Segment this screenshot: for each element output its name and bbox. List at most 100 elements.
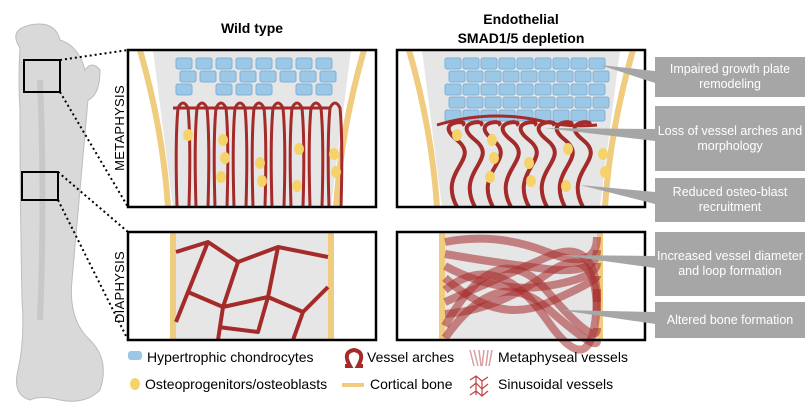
vessel-arch <box>250 101 268 208</box>
chondrocyte <box>239 70 257 83</box>
chondrocyte <box>235 83 253 96</box>
chondrocyte <box>175 57 193 70</box>
osteoblast <box>292 180 302 192</box>
chondrocyte <box>299 70 317 83</box>
depletion-metaphysis-panel <box>395 48 647 209</box>
cortical-bone <box>328 232 334 340</box>
chondrocyte <box>444 57 462 70</box>
annotation-pointer <box>560 310 655 324</box>
wild-type-diaphysis-panel <box>126 230 378 342</box>
chondrocyte <box>592 96 610 109</box>
chondrocyte <box>175 83 193 96</box>
chondrocyte <box>279 70 297 83</box>
legend-metaphyseal: Metaphyseal vessels <box>498 349 628 365</box>
cortical-bone <box>333 49 367 208</box>
chondrocyte <box>462 83 480 96</box>
chondrocyte <box>315 57 333 70</box>
osteoblast <box>526 175 536 187</box>
metaphysis-zoom-box <box>23 59 61 93</box>
vessel-arch <box>326 101 344 208</box>
osteoblast <box>220 152 230 164</box>
osteoblast <box>524 157 534 169</box>
chondrocyte <box>259 70 277 83</box>
diaphysis-zoom-box <box>21 171 59 201</box>
label-metaphysis: METAPHYSIS <box>112 85 127 171</box>
dilated-vessel <box>444 234 601 264</box>
osteoblast <box>255 157 265 169</box>
title-depletion-line1: Endothelial <box>483 11 558 27</box>
tortuous-vessel <box>464 120 485 208</box>
chondrocyte <box>484 96 502 109</box>
osteoblast <box>452 129 462 141</box>
osteoblast <box>561 180 571 192</box>
legend-cortical: Cortical bone <box>370 376 453 392</box>
chondrocyte <box>255 83 273 96</box>
annotation-pointer <box>580 185 655 204</box>
chondrocyte <box>484 70 502 83</box>
osteoblast <box>487 134 497 146</box>
chondrocyte <box>195 57 213 70</box>
tortuous-vessel <box>500 120 521 208</box>
chondrocyte <box>215 57 233 70</box>
annotation-growth-plate: Impaired growth plate remodeling <box>655 57 805 97</box>
cortical-bone <box>439 232 445 340</box>
vessel-arch-icon <box>344 347 364 368</box>
title-depletion-line2: SMAD1/5 depletion <box>458 30 585 46</box>
legend-osteoblasts: Osteoprogenitors/osteoblasts <box>145 376 327 392</box>
chondrocyte <box>462 57 480 70</box>
legend-sinusoidal: Sinusoidal vessels <box>498 376 613 392</box>
chondrocyte <box>574 96 592 109</box>
chondrocyte <box>516 83 534 96</box>
annotation-bone-formation: Altered bone formation <box>655 302 805 338</box>
depletion-diaphysis-panel <box>395 230 647 354</box>
chondrocyte <box>319 70 337 83</box>
chondrocyte <box>295 57 313 70</box>
annotation-pointer <box>545 128 655 141</box>
chondrocyte <box>534 57 552 70</box>
chondrocyte <box>592 70 610 83</box>
chondrocyte <box>235 57 253 70</box>
legend-chondrocytes: Hypertrophic chondrocytes <box>147 349 314 365</box>
chondrocyte <box>448 96 466 109</box>
tortuous-vessel <box>518 120 539 208</box>
chondrocyte <box>502 70 520 83</box>
chondrocyte <box>480 83 498 96</box>
chondrocyte <box>466 70 484 83</box>
osteoblast <box>216 171 226 183</box>
annotation-pointer <box>560 255 655 268</box>
chondrocyte-icon <box>128 351 142 360</box>
osteoblast <box>183 129 193 141</box>
dilated-vessel <box>441 287 601 348</box>
osteoblast <box>257 175 267 187</box>
chondrocyte <box>215 83 233 96</box>
chondrocyte <box>498 57 516 70</box>
title-wild-type: Wild type <box>221 20 283 36</box>
chondrocyte <box>588 57 606 70</box>
annotation-vessel-arches: Loss of vessel arches and morphology <box>655 106 805 171</box>
metaphyseal-vessels-icon <box>469 349 493 367</box>
chondrocyte <box>556 70 574 83</box>
tortuous-vessel <box>554 120 575 208</box>
chondrocyte <box>179 70 197 83</box>
chondrocyte <box>538 96 556 109</box>
chondrocyte <box>448 70 466 83</box>
chondrocyte <box>552 57 570 70</box>
annotation-pointer <box>600 65 655 83</box>
chondrocyte <box>275 57 293 70</box>
osteoblast <box>218 134 228 146</box>
annotation-osteoblast: Reduced osteo-blast recruitment <box>655 178 805 222</box>
chondrocyte <box>444 83 462 96</box>
osteoblast <box>563 143 573 155</box>
sinusoidal-vessels <box>174 240 330 341</box>
osteoblast <box>294 143 304 155</box>
legend: Hypertrophic chondrocytes Osteoprogenito… <box>128 347 628 397</box>
cortical-bone <box>137 49 171 208</box>
zoom-lines <box>57 49 129 341</box>
chondrocyte <box>255 57 273 70</box>
chondrocyte <box>502 96 520 109</box>
dilated-vessel <box>441 264 601 338</box>
wild-type-metaphysis-panel <box>126 48 378 209</box>
annotation-vessel-diameter: Increased vessel diameter and loop forma… <box>655 232 805 296</box>
vessel-arch <box>212 101 230 208</box>
